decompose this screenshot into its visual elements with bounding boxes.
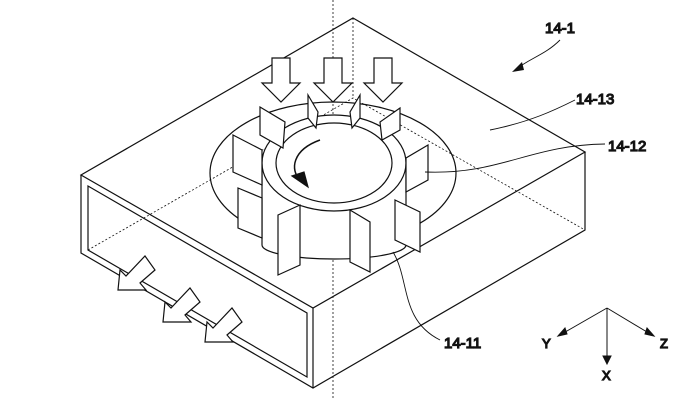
axis-z-label: Z [660,336,668,351]
axis-y-label: Y [542,336,551,351]
label-top-plate: 14-13 [576,91,614,108]
fan-blades [232,92,429,276]
label-device: 14-1 [545,20,575,37]
rotation-arrow-icon [290,139,321,189]
leader-blades [424,143,606,173]
housing-box [79,17,587,389]
coordinate-axes [556,307,656,366]
intake-arrows-icon [260,57,404,103]
label-hub: 14-11 [444,335,481,352]
leader-hub [392,251,441,341]
leader-top-plate [489,99,576,131]
label-blades: 14-12 [608,138,646,155]
axis-x-label: X [602,368,611,383]
outlet-arrows-icon [117,255,243,343]
